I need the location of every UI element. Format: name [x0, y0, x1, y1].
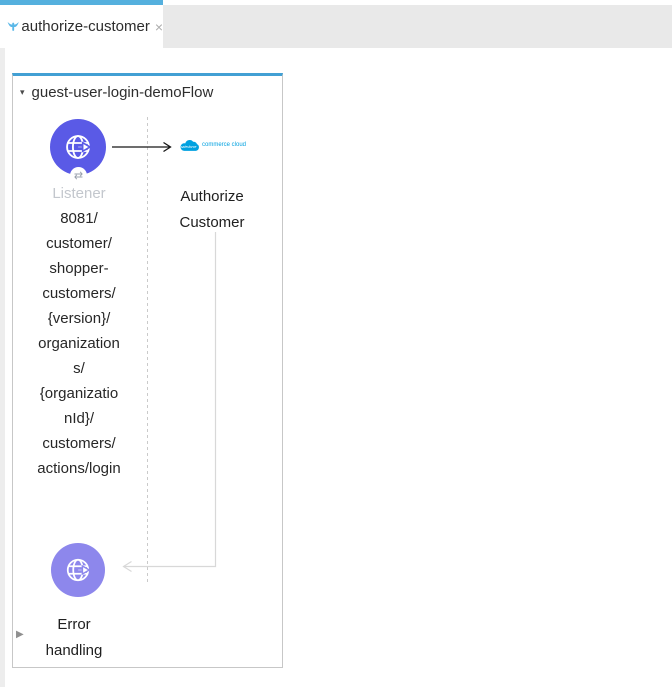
- tab-strip-background: [163, 5, 672, 48]
- close-icon[interactable]: ×: [154, 18, 163, 35]
- salesforce-wordmark: salesforce: [181, 145, 197, 149]
- listener-label: Listener: [52, 185, 106, 202]
- listener-node[interactable]: [50, 119, 106, 175]
- expander-triangle-icon[interactable]: ▶: [16, 629, 24, 640]
- authorize-customer-node[interactable]: salesforce commerce cloud: [178, 137, 246, 153]
- error-handling-node[interactable]: [51, 543, 105, 597]
- tab-title: authorize-customer: [21, 18, 150, 35]
- canvas-left-edge-strip: [0, 48, 5, 687]
- mule-icon: [7, 21, 19, 31]
- flow-title: guest-user-login-demoFlow: [31, 84, 214, 101]
- globe-icon: [66, 135, 92, 159]
- flow-title-row[interactable]: ▾ guest-user-login-demoFlow: [20, 84, 213, 101]
- error-handling-label: Error handling: [45, 616, 103, 659]
- globe-icon: [66, 558, 91, 582]
- salesforce-commerce-cloud-logo: salesforce: [180, 140, 199, 151]
- swap-arrows-icon: ⇄: [73, 170, 84, 182]
- listener-source-badge: ⇄: [70, 167, 87, 184]
- active-tab-accent-bar: [0, 0, 163, 5]
- authorize-customer-label: Authorize Customer: [179, 188, 245, 231]
- commerce-cloud-wordmark: commerce cloud: [202, 142, 247, 148]
- tab-authorize-customer[interactable]: authorize-customer ×: [0, 5, 163, 48]
- collapse-triangle-icon[interactable]: ▾: [20, 87, 25, 97]
- listener-path: 8081/​customer/​shopper-customers/​{vers…: [37, 210, 121, 477]
